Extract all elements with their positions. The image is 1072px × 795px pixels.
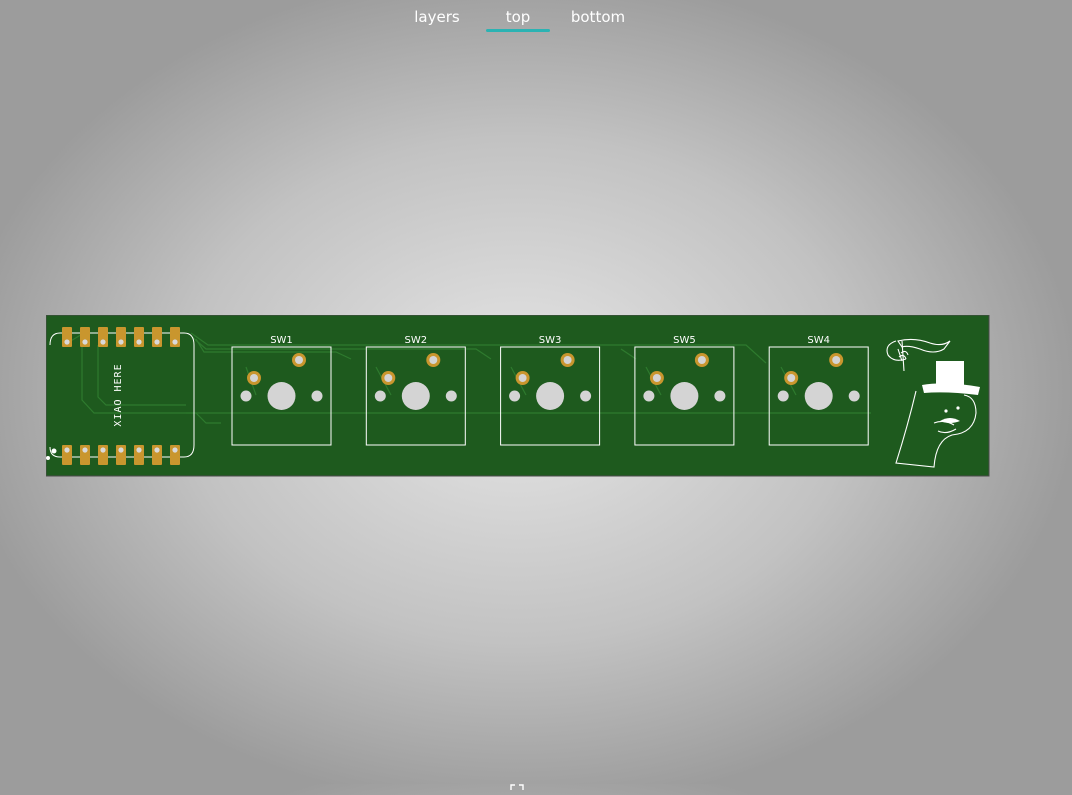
switch-label: SW5 [673,335,696,346]
pad-hole [154,339,160,345]
switch-label: SW2 [404,335,427,346]
tab-layers-label: layers [414,8,460,26]
switch-peg-hole [311,390,323,402]
pad-hole [172,447,178,453]
fullscreen-icon[interactable] [509,776,525,790]
tab-top-label: top [505,8,531,26]
copper-traces [63,332,871,424]
switch-footprint: SW2 [365,335,466,446]
switch-peg-hole [509,390,521,402]
pad-hole [172,339,178,345]
switch-peg-hole [580,390,592,402]
pad-hole [136,339,142,345]
xiao-label: XIAO HERE [113,363,124,426]
pad-hole [82,447,88,453]
switch-footprint: SW3 [500,335,601,446]
switch-peg-hole [445,390,457,402]
switch-footprint: SW5 [634,335,735,446]
xiao-pads-top [62,327,180,347]
tab-layers[interactable]: layers [408,6,466,28]
active-tab-indicator [486,29,550,32]
xiao-pads-bottom [62,445,180,465]
pad-hole [64,447,70,453]
switch-label: SW1 [270,335,293,346]
pin1-marker [51,448,57,454]
pad-hole [82,339,88,345]
pad-hole [100,447,106,453]
pcb-board[interactable]: XIAO HERE SW1 SW2 SW3 SW5 SW4 [46,315,990,477]
pcb-render: XIAO HERE SW1 SW2 SW3 SW5 SW4 [46,315,990,477]
tab-bottom[interactable]: bottom [562,6,634,28]
tab-top[interactable]: top [486,6,550,32]
switch-peg-hole [714,390,726,402]
switch-peg-hole [643,390,655,402]
pad-hole [154,447,160,453]
switch-center-hole [804,382,833,410]
xiao-outline [60,332,195,458]
pad-hole [118,339,124,345]
switch-footprint: SW4 [768,335,869,446]
switch-peg-hole [240,390,252,402]
switch-footprint: SW1 [231,335,332,446]
switch-label: SW3 [539,335,562,346]
top-hat [922,361,980,423]
switch-center-hole [670,382,699,410]
pad-hole [118,447,124,453]
switch-center-hole [267,382,296,410]
pad-hole [64,339,70,345]
tab-bottom-label: bottom [570,8,626,26]
switch-peg-hole [374,390,386,402]
switch-center-hole [536,382,565,410]
pad-hole [136,447,142,453]
switch-center-hole [401,382,430,410]
switch-peg-hole [848,390,860,402]
switch-peg-hole [777,390,789,402]
switch-footprints: SW1 SW2 SW3 SW5 SW4 [231,335,869,446]
pad-hole [100,339,106,345]
switch-label: SW4 [807,335,830,346]
view-tab-bar: layers top bottom [0,0,1072,34]
